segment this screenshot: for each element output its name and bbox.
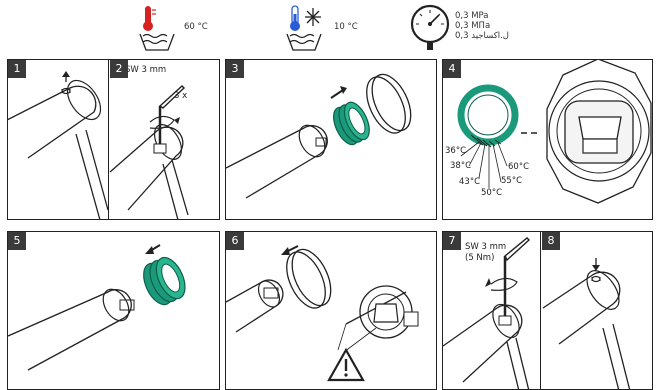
pressure-value-2: 0,3 MПa [455,21,509,31]
pressure-gauge-icon [408,2,456,58]
step-panel-5: 5 [7,231,220,390]
turns-label: 3 x [174,91,187,101]
step-number-6: 6 [226,232,244,250]
hot-temp-label: 60 °C [184,22,208,32]
temp-label-36: 36°C [445,146,466,156]
temp-label-43: 43°C [459,177,480,187]
step-4-illustration [443,60,653,220]
step-panel-1-2: 1 2 SW 3 mm 3 x [7,59,220,220]
torque-label: (5 Nm) [465,253,494,263]
step-panel-7-8: 7 8 SW 3 mm (5 Nm) [442,231,653,390]
step-number-1: 1 [8,60,26,78]
header-conditions: 60 °C 10 °C [0,0,659,56]
step-3-illustration [226,60,437,220]
step-number-8: 8 [542,232,560,250]
cold-water-icon [285,4,333,56]
tool-size-label: SW 3 mm [465,242,506,252]
step-6-illustration [226,232,437,390]
temp-label-50: 50°C [481,188,502,198]
temp-label-55: 55°C [501,176,522,186]
pressure-value-1: 0,3 MPa [455,11,509,21]
temp-label-60: 60°C [508,162,529,172]
step-number-7: 7 [443,232,461,250]
cold-temp-label: 10 °C [334,22,358,32]
step-panel-3: 3 [225,59,437,220]
step-number-2: 2 [110,60,128,78]
step-5-illustration [8,232,220,390]
pressure-value-3: 0,3 ل.اکساجید [455,31,509,41]
hot-water-icon [138,4,183,56]
step-panel-4: 4 36°C 38°C 43°C 50°C 55°C 60°C [442,59,653,220]
step-panel-6: 6 [225,231,437,390]
tool-size-label: SW 3 mm [125,65,166,75]
step-number-3: 3 [226,60,244,78]
step-1-2-illustration [8,60,220,220]
temp-label-38: 38°C [450,161,471,171]
step-number-4: 4 [443,60,461,78]
step-number-5: 5 [8,232,26,250]
pressure-values: 0,3 MPa 0,3 MПa 0,3 ل.اکساجید [455,11,509,41]
